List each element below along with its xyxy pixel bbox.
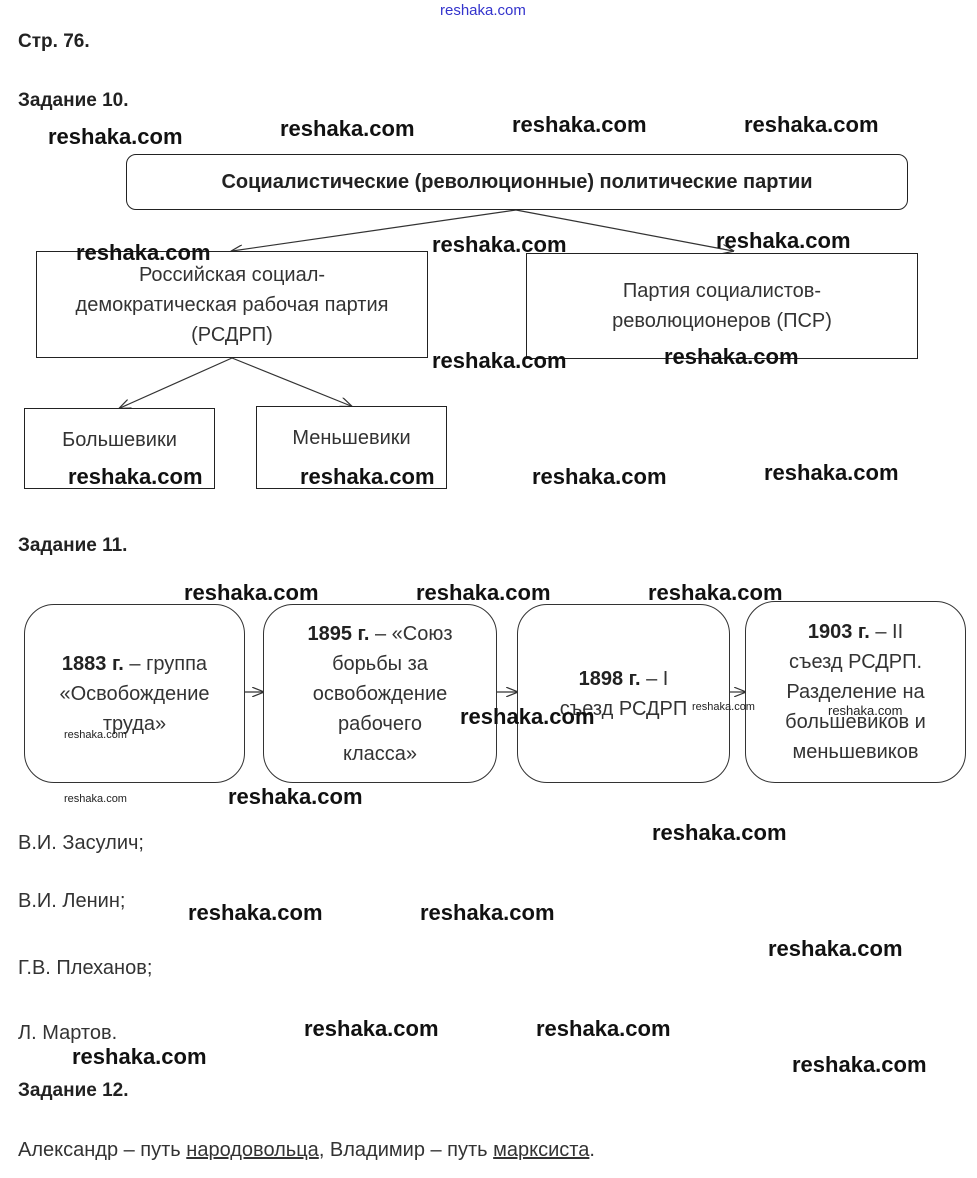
timeline-1895-line-3: освобождение [312,682,448,705]
task10-heading: Задание 10. [18,90,129,111]
page-label: Стр. 76. [18,31,90,52]
person-plekhanov: Г.В. Плеханов; [18,957,153,979]
task12-answer: Александр – путь народовольца, Владимир … [18,1139,595,1162]
watermark: reshaka.com [48,124,183,149]
watermark: reshaka.com [532,464,667,489]
bolsheviks-box: Большевики [24,408,215,489]
psr-line-2: революционеров (ПСР) [612,310,832,332]
timeline-1883-line-1: – группа [123,652,208,675]
watermark: reshaka.com [280,116,415,141]
root-party-label: Социалистические (революционные) политич… [221,171,813,193]
watermark: reshaka.com [664,344,799,369]
timeline-card-1903: 1903 г. – II съезд РСДРП. Разделение на … [745,601,966,783]
timeline-1895-line-1: – «Союз [369,622,453,645]
watermark: reshaka.com [300,464,435,489]
watermark: reshaka.com [304,1016,439,1041]
watermark: reshaka.com [228,784,363,809]
watermark: reshaka.com [76,240,211,265]
timeline-year-1895: 1895 г. [307,622,370,645]
top-watermark: reshaka.com [440,2,526,19]
arrow-root-to-psr [515,209,733,251]
timeline-1895-line-4: рабочего [338,712,422,735]
watermark-small: reshaka.com [828,703,903,718]
watermark: reshaka.com [652,820,787,845]
rsdrp-line-3: (РСДРП) [191,323,273,346]
answer-part-2: , Владимир – путь [318,1139,494,1161]
task12-heading: Задание 12. [18,1080,129,1101]
timeline-1903-line-4: большевиков и [785,711,926,733]
timeline-1895-line-5: класса» [342,742,417,765]
timeline-year-1903: 1903 г. [807,621,870,643]
watermark: reshaka.com [768,936,903,961]
timeline-1903-line-1: – II [869,621,904,643]
watermark-small: reshaka.com [692,701,755,713]
answer-underlined-2: марксиста [493,1139,590,1161]
watermark: reshaka.com [184,580,319,605]
timeline-1903-line-3: Разделение на [786,681,925,703]
person-zasulich: В.И. Засулич; [18,832,144,854]
watermark: reshaka.com [648,580,783,605]
timeline-card-1898: 1898 г. – I съезд РСДРП [517,604,730,783]
watermark: reshaka.com [72,1044,207,1069]
task11-heading: Задание 11. [18,535,128,556]
watermark-small: reshaka.com [64,729,127,741]
watermark: reshaka.com [188,900,323,925]
timeline-1883-line-3: труда» [102,712,167,735]
psr-box: Партия социалистов- революционеров (ПСР) [526,253,918,359]
rsdrp-line-1: Российская социал- [138,263,326,286]
timeline-card-1883: 1883 г. – группа «Освобождение труда» [24,604,245,783]
timeline-1895-line-2: борьбы за [332,652,428,675]
rsdrp-box: Российская социал- демократическая рабоч… [36,251,428,358]
timeline-1898-line-1: – I [640,667,669,690]
watermark: reshaka.com [432,348,567,373]
watermark: reshaka.com [416,580,551,605]
psr-line-1: Партия социалистов- [622,280,822,302]
mensheviks-box: Меньшевики [256,406,447,489]
timeline-year-1883: 1883 г. [61,652,124,675]
watermark: reshaka.com [792,1052,927,1077]
watermark: reshaka.com [432,232,567,257]
timeline-1883-line-2: «Освобождение [59,682,210,705]
mensheviks-label: Меньшевики [292,427,411,449]
rsdrp-line-2: демократическая рабочая партия [75,293,389,316]
arrow-root-to-rsdrp [232,209,517,251]
watermark: reshaka.com [716,228,851,253]
watermark: reshaka.com [420,900,555,925]
bolsheviks-label: Большевики [62,429,177,451]
timeline-1903-line-5: меньшевиков [792,741,919,763]
watermark: reshaka.com [68,464,203,489]
timeline-1898-line-2: съезд РСДРП [559,697,688,720]
arrow-rsdrp-to-mensheviks [231,357,351,406]
answer-part-3: . [589,1139,595,1161]
answer-part-1: Александр – путь [18,1139,187,1161]
arrow-rsdrp-to-bolsheviks [120,357,233,408]
answer-underlined-1: народовольца [186,1139,319,1161]
watermark: reshaka.com [764,460,899,485]
timeline-year-1898: 1898 г. [578,667,641,690]
watermark: reshaka.com [512,112,647,137]
person-martov: Л. Мартов. [18,1022,118,1044]
watermark-small: reshaka.com [64,793,127,805]
watermark: reshaka.com [744,112,879,137]
person-lenin: В.И. Ленин; [18,890,126,912]
timeline-card-1895: 1895 г. – «Союз борьбы за освобождение р… [263,604,497,783]
watermark: reshaka.com [460,704,595,729]
watermark: reshaka.com [536,1016,671,1041]
timeline-1903-line-2: съезд РСДРП. [788,651,923,673]
root-party-box: Социалистические (революционные) политич… [126,154,908,210]
